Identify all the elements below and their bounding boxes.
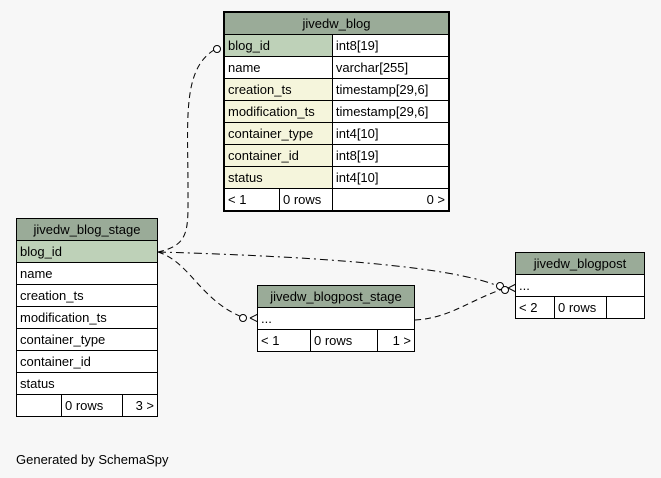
- link-blog-stage-to-blogpost-stage: [157, 251, 243, 318]
- column-name: container_id: [224, 144, 333, 167]
- column-name: container_type: [16, 328, 158, 351]
- parents-count: [16, 394, 62, 417]
- rows-count: 0 rows: [279, 188, 333, 211]
- children-count: 0 >: [331, 188, 450, 211]
- column-name: creation_ts: [16, 284, 158, 307]
- table-footer: < 1 0 rows 0 >: [224, 188, 450, 211]
- table-footer: < 2 0 rows: [515, 296, 645, 319]
- table-title[interactable]: jivedw_blog: [224, 12, 449, 35]
- column-name: container_id: [16, 350, 158, 373]
- table-row[interactable]: name: [16, 262, 158, 285]
- column-type: varchar[255]: [331, 56, 450, 79]
- column-type: int8[19]: [331, 34, 450, 57]
- children-count: 1 >: [376, 329, 416, 352]
- link-blog-end-circle: [213, 45, 221, 53]
- column-type: int4[10]: [331, 122, 450, 145]
- column-name: ...: [257, 307, 415, 330]
- table-jivedw-blogpost[interactable]: jivedw_blogpost ... < 2 0 rows: [515, 252, 645, 319]
- link-blogpost-end-circle-b: [501, 286, 509, 294]
- table-row[interactable]: container_id: [16, 350, 158, 373]
- column-type: int4[10]: [331, 166, 450, 189]
- column-type: timestamp[29,6]: [331, 78, 450, 101]
- table-footer: 0 rows 3 >: [16, 394, 158, 417]
- table-row[interactable]: modification_ts: [16, 306, 158, 329]
- table-row[interactable]: container_type: [16, 328, 158, 351]
- column-name: status: [16, 372, 158, 395]
- column-name: ...: [515, 274, 645, 297]
- column-name: name: [224, 56, 333, 79]
- rows-count: 0 rows: [60, 394, 124, 417]
- column-name: container_type: [224, 122, 333, 145]
- generated-by-text: Generated by SchemaSpy: [16, 452, 169, 467]
- column-name: creation_ts: [224, 78, 333, 101]
- parents-count: < 1: [257, 329, 311, 352]
- column-name: name: [16, 262, 158, 285]
- column-name: status: [224, 166, 333, 189]
- table-title[interactable]: jivedw_blogpost_stage: [257, 285, 415, 308]
- column-name: modification_ts: [16, 306, 158, 329]
- rows-count: 0 rows: [310, 329, 378, 352]
- table-title[interactable]: jivedw_blog_stage: [16, 218, 158, 241]
- link-blogpost-to-blogpost-stage: [414, 288, 504, 321]
- column-type: int8[19]: [331, 144, 450, 167]
- children-count: [606, 296, 645, 319]
- column-name: blog_id: [16, 240, 158, 263]
- table-row[interactable]: ...: [257, 307, 415, 330]
- table-row[interactable]: status: [16, 372, 158, 395]
- table-row[interactable]: blog_id: [16, 240, 158, 263]
- parents-count: < 2: [515, 296, 555, 319]
- table-footer: < 1 0 rows 1 >: [257, 329, 416, 352]
- parents-count: < 1: [224, 188, 280, 211]
- table-jivedw-blogpost-stage[interactable]: jivedw_blogpost_stage ... < 1 0 rows 1 >: [257, 285, 416, 352]
- link-blog-stage-to-blog: [157, 49, 215, 253]
- table-row[interactable]: ...: [515, 274, 645, 297]
- column-name: blog_id: [224, 34, 333, 57]
- table-jivedw-blog-stage[interactable]: jivedw_blog_stage blog_id name creation_…: [16, 218, 158, 417]
- column-name: modification_ts: [224, 100, 333, 123]
- link-blogpost-end-circle-a: [496, 282, 504, 290]
- table-row[interactable]: creation_ts: [16, 284, 158, 307]
- children-count: 3 >: [122, 394, 158, 417]
- column-type: timestamp[29,6]: [331, 100, 450, 123]
- link-blog-stage-to-blogpost: [157, 251, 499, 287]
- rows-count: 0 rows: [554, 296, 607, 319]
- link-blogpost-stage-end-circle: [239, 314, 247, 322]
- table-title[interactable]: jivedw_blogpost: [515, 252, 645, 275]
